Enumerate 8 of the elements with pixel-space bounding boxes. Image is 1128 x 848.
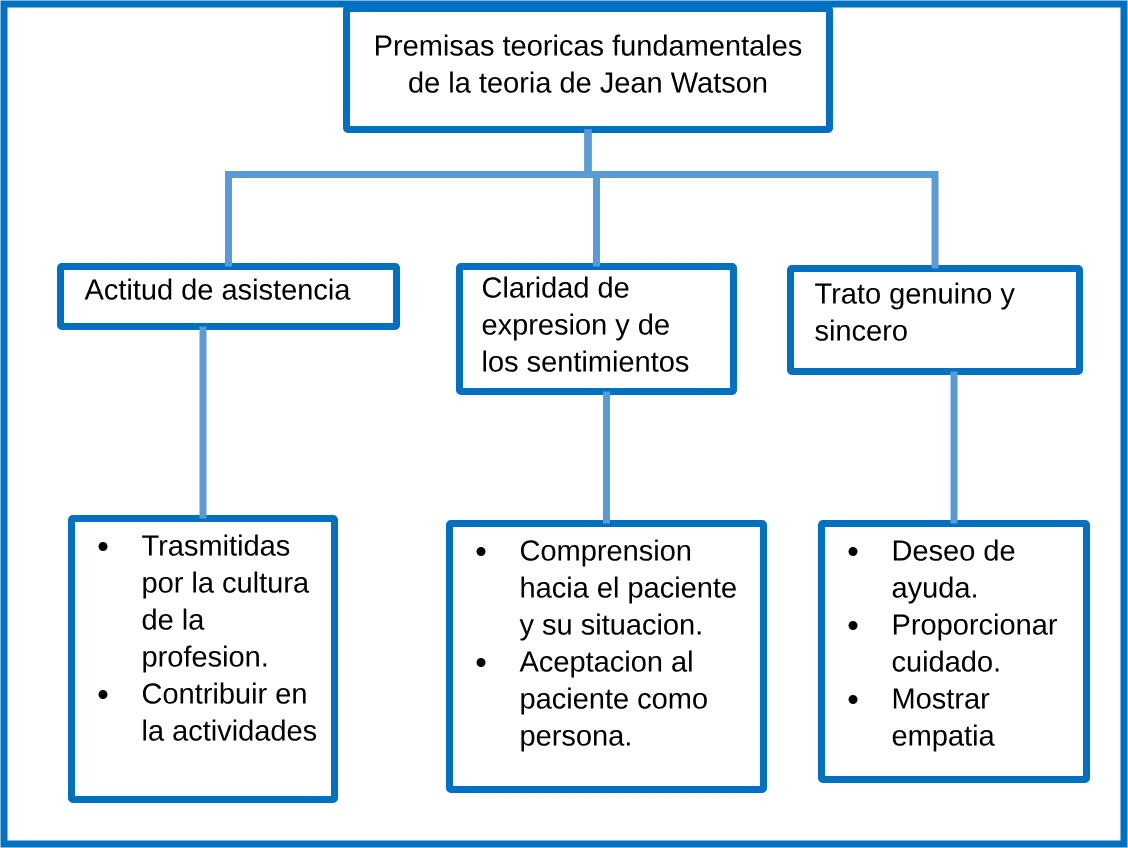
list-box: Trasmitidas por la cultura de la profesion. Contribuir en la actividades — [68, 515, 338, 803]
title-box: Premisas teoricas fundamentales de la teoria de Jean Watson — [343, 5, 833, 133]
category-box: Actitud de asistencia — [57, 263, 400, 330]
connector-line — [199, 326, 207, 519]
category-box: Claridad de expresion y de los sentimientos — [456, 263, 737, 395]
category-box: Trato genuino y sincero — [787, 265, 1083, 375]
list-box: Comprension hacia el paciente y su situacion. Aceptacion al paciente como persona. — [446, 520, 767, 793]
list-box: Deseo de ayuda. Proporcionar cuidado. Mostrar empatia — [818, 520, 1090, 783]
